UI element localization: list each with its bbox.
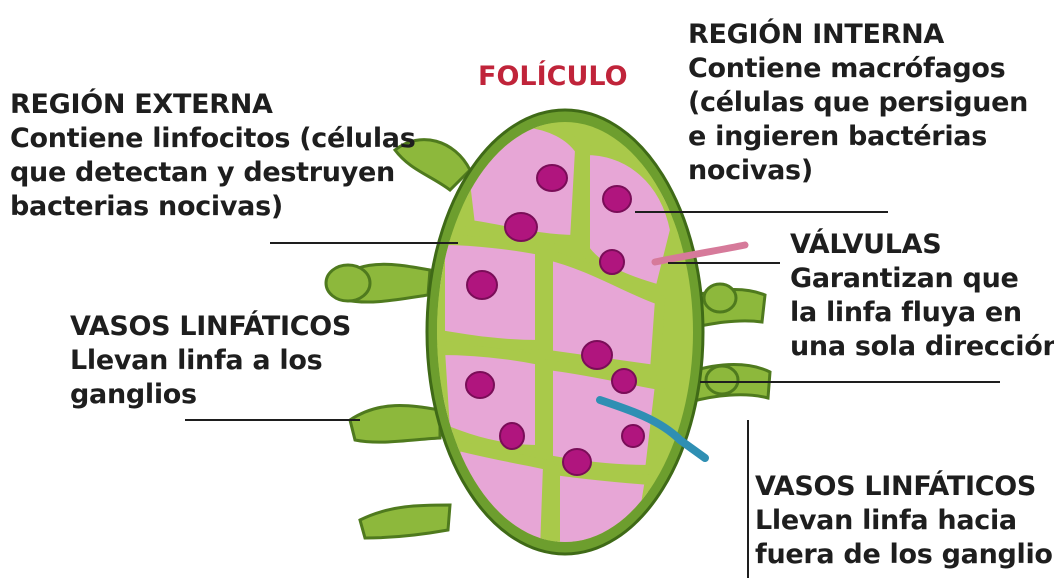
internal-region-line-2: (células que persiguen [688, 86, 1028, 120]
afferent-vessels-line-2: ganglios [70, 378, 351, 412]
valves-label: VÁLVULAS Garantizan que la linfa fluya e… [790, 228, 1054, 364]
internal-region-title: REGIÓN INTERNA [688, 18, 1028, 52]
afferent-vessels-line-1: Llevan linfa a los [70, 344, 351, 378]
valves-line-3: una sola dirección. [790, 330, 1054, 364]
internal-region-label: REGIÓN INTERNA Contiene macrófagos (célu… [688, 18, 1028, 188]
efferent-vessels-line-2: fuera de los ganglios [755, 538, 1054, 572]
external-region-line-3: bacterias nocivas) [10, 190, 416, 224]
afferent-vessels-title: VASOS LINFÁTICOS [70, 310, 351, 344]
valves-line-1: Garantizan que [790, 262, 1054, 296]
afferent-vessels-label: VASOS LINFÁTICOS Llevan linfa a los gang… [70, 310, 351, 412]
internal-region-line-1: Contiene macrófagos [688, 52, 1028, 86]
external-region-line-2: que detectan y destruyen [10, 156, 416, 190]
external-region-title: REGIÓN EXTERNA [10, 88, 416, 122]
efferent-vessels-line-1: Llevan linfa hacia [755, 504, 1054, 538]
internal-region-line-4: nocivas) [688, 154, 1028, 188]
follicle-label: FOLÍCULO [478, 60, 628, 94]
efferent-vessels-title: VASOS LINFÁTICOS [755, 470, 1054, 504]
external-region-line-1: Contiene linfocitos (células [10, 122, 416, 156]
internal-region-line-3: e ingieren bactérias [688, 120, 1028, 154]
external-region-label: REGIÓN EXTERNA Contiene linfocitos (célu… [10, 88, 416, 224]
valves-title: VÁLVULAS [790, 228, 1054, 262]
efferent-vessels-label: VASOS LINFÁTICOS Llevan linfa hacia fuer… [755, 470, 1054, 572]
valves-line-2: la linfa fluya en [790, 296, 1054, 330]
